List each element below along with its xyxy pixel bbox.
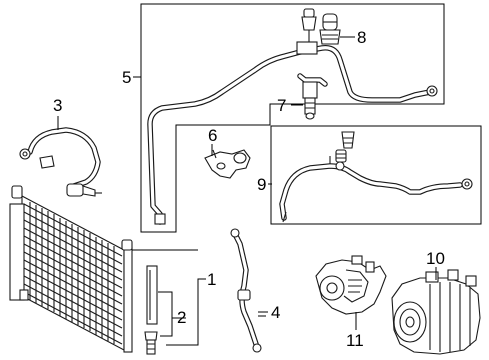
callout-3: 3 xyxy=(53,96,62,115)
callout-9: 9 xyxy=(257,175,266,194)
callout-7: 7 xyxy=(277,96,286,115)
callout-4: 4 xyxy=(271,303,280,322)
valve-part-7 xyxy=(297,73,328,120)
ac-hose-part-9 xyxy=(279,131,473,223)
callout-5: 5 xyxy=(122,68,131,87)
hose-group-box-5 xyxy=(140,3,445,233)
hose-part-4 xyxy=(230,228,266,353)
hose-part-3 xyxy=(19,127,102,197)
callout-6: 6 xyxy=(208,126,217,145)
ac-line-part-5 xyxy=(147,41,438,225)
pressure-switch-part-8 xyxy=(319,13,341,45)
condenser-part-1 xyxy=(9,185,133,353)
compressor-part-11 xyxy=(315,255,387,315)
leader-lines xyxy=(57,36,437,346)
bracket-part-6 xyxy=(204,149,251,179)
hose-group-box-9 xyxy=(270,125,482,225)
drier-part-2 xyxy=(144,265,158,355)
service-cap xyxy=(301,8,317,42)
callout-10: 10 xyxy=(426,249,445,268)
callout-1: 1 xyxy=(207,270,216,289)
compressor-part-10 xyxy=(391,269,481,355)
callout-11: 11 xyxy=(346,331,364,350)
callout-2: 2 xyxy=(177,308,186,327)
callout-8: 8 xyxy=(357,28,366,47)
